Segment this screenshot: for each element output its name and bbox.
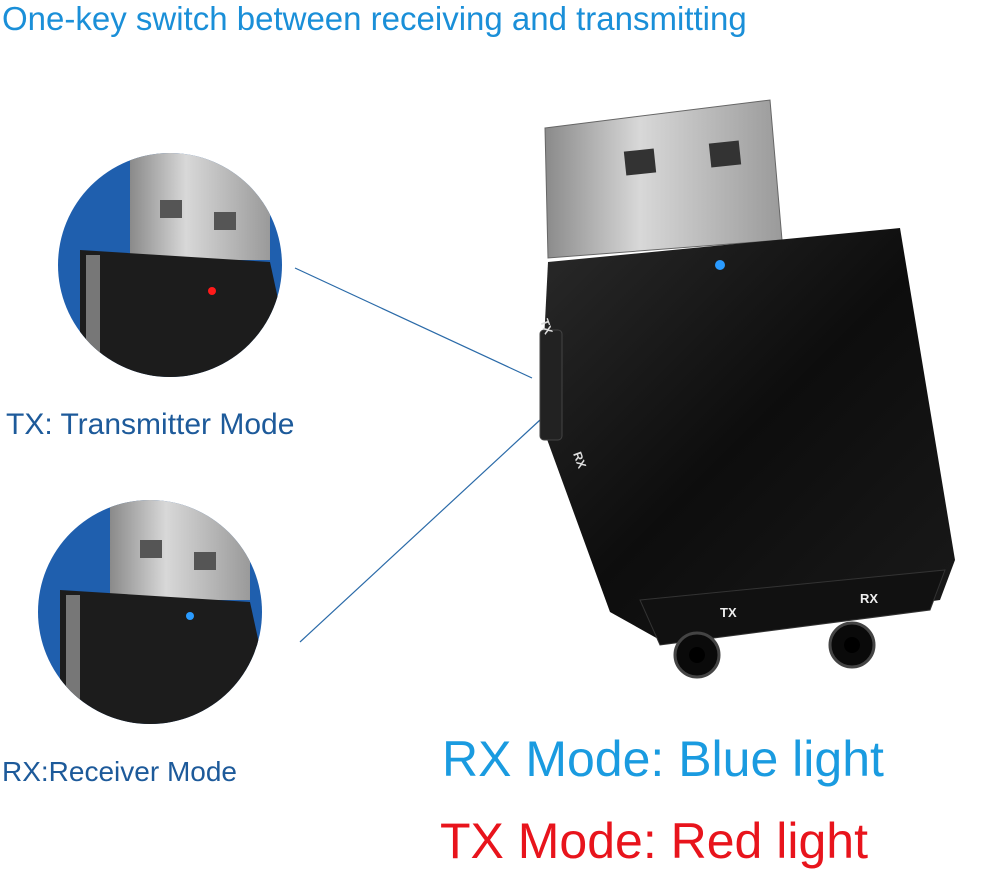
blue-led (186, 612, 194, 620)
tx-zoom-circle (58, 153, 282, 377)
switch-label-rx: RX (570, 450, 589, 470)
red-led (208, 287, 216, 295)
rx-mode-legend: RX Mode: Blue light (442, 731, 884, 787)
tx-mode-legend: TX Mode: Red light (440, 813, 868, 869)
jack-label-rx: RX (860, 591, 878, 606)
rx-mode-caption: RX:Receiver Mode (2, 756, 237, 787)
jack-label-tx: TX (720, 605, 737, 620)
tx-callout-line (294, 267, 533, 379)
rx-callout-line (299, 419, 541, 643)
tx-mode-caption: TX: Transmitter Mode (6, 408, 295, 441)
usb-adapter: TX RX TX RX (537, 99, 955, 679)
rx-zoom-circle (38, 500, 262, 724)
mode-switch (539, 329, 563, 441)
usb-plug (544, 99, 783, 259)
headline: One-key switch between receiving and tra… (2, 0, 747, 37)
switch-label-tx: TX (537, 317, 555, 336)
device-led (715, 260, 725, 270)
